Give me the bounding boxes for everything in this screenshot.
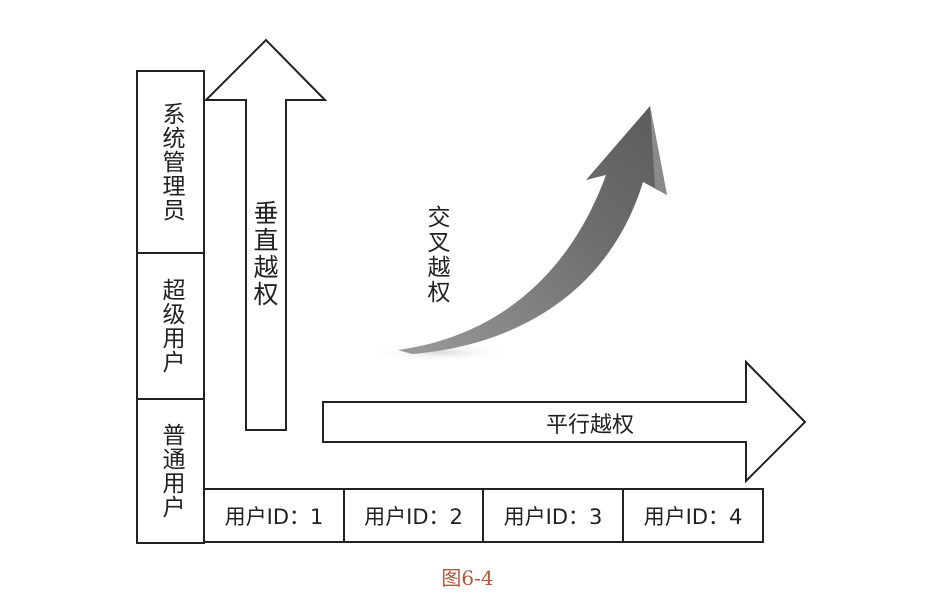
user-cell-3: 用户ID：3 — [483, 489, 623, 542]
cross-arrow — [398, 106, 667, 354]
role-label-normal-user: 普通用户 — [158, 423, 184, 519]
diagram: 系统管理员 超级用户 普通用户 用户ID：1 用户ID：2 用户ID：3 用户I… — [136, 38, 807, 544]
cross-arrow-shadow — [370, 342, 510, 362]
user-cell-4: 用户ID：4 — [623, 489, 763, 542]
role-column-frame — [136, 70, 205, 544]
user-cell-2: 用户ID：2 — [344, 489, 483, 542]
role-label-admin: 系统管理员 — [158, 102, 184, 222]
role-cell-admin: 系统管理员 — [137, 71, 204, 253]
role-label-superuser: 超级用户 — [158, 278, 184, 374]
diagram-graphics — [136, 38, 807, 544]
vertical-label: 垂直越权 — [250, 200, 279, 308]
user-cell-1: 用户ID：1 — [204, 489, 344, 542]
role-cell-normal-user: 普通用户 — [137, 399, 204, 543]
horizontal-label: 平行越权 — [545, 413, 634, 438]
vertical-arrow — [203, 38, 328, 431]
cross-arrow-highlight — [650, 106, 667, 195]
role-cell-superuser: 超级用户 — [137, 253, 204, 399]
user-label-1: 用户ID：1 — [224, 504, 324, 529]
user-label-3: 用户ID：3 — [503, 504, 603, 529]
user-label-2: 用户ID：2 — [364, 504, 463, 529]
horizontal-arrow — [322, 359, 807, 484]
user-label-4: 用户ID：4 — [643, 504, 743, 529]
figure-caption: 图6-4 — [441, 566, 494, 590]
cross-label: 交叉越权 — [423, 205, 449, 305]
